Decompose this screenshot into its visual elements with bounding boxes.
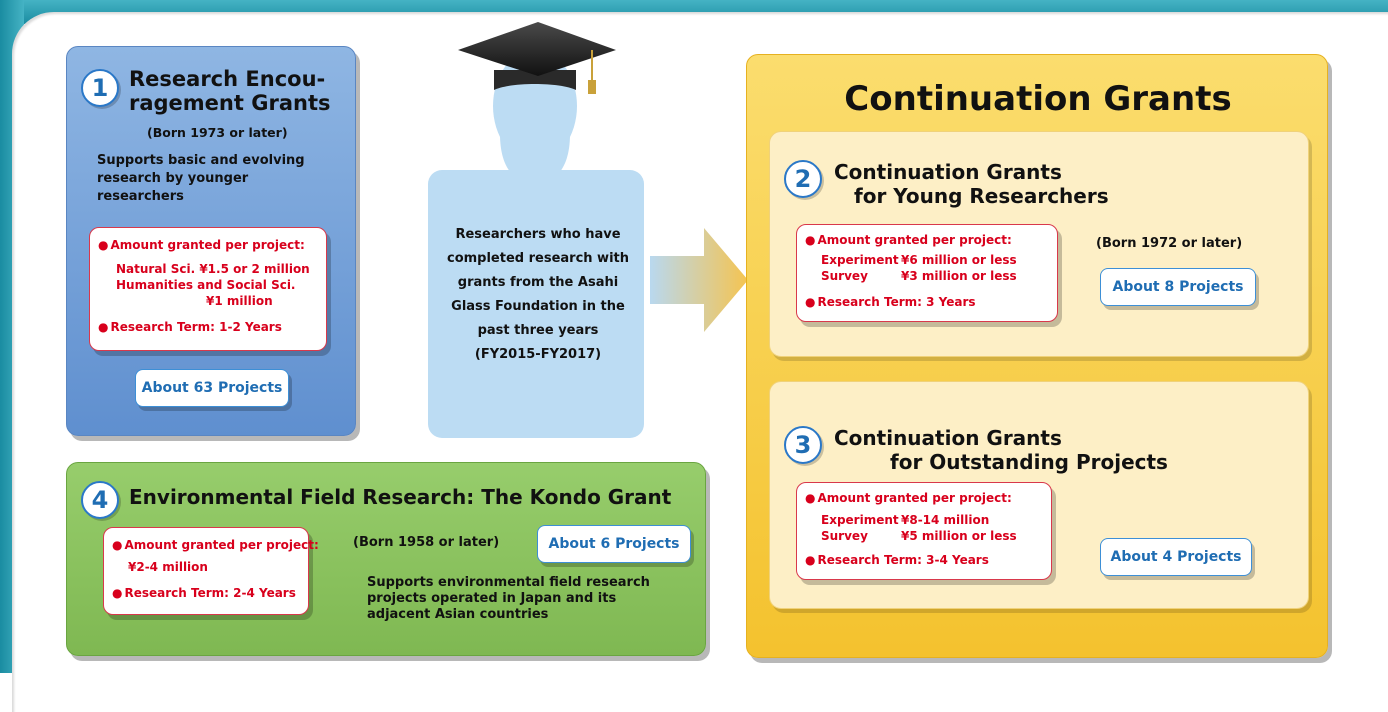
grant2-panel: 2 Continuation Grants for Young Research… (769, 131, 1309, 357)
grant2-exp-value: ¥6 million or less (901, 253, 1017, 267)
grant2-exp-label: Experiment (821, 253, 899, 267)
grant3-exp-value: ¥8-14 million (901, 513, 990, 527)
grant1-amount-line1: Natural Sci. ¥1.5 or 2 million (116, 262, 310, 276)
environmental-field-research-panel: 4 Environmental Field Research: The Kond… (66, 462, 706, 656)
arrow-right-icon (650, 228, 748, 332)
grant3-exp-label: Experiment (821, 513, 899, 527)
grant1-amount-line2: Humanities and Social Sci. (116, 278, 296, 292)
grant1-desc-line3: researchers (97, 189, 184, 204)
grant4-details-box: Amount granted per project: ¥2-4 million… (103, 527, 319, 615)
grant-number-1-badge: 1 (81, 69, 119, 107)
grant2-details-box: Amount granted per project: Experiment ¥… (796, 224, 1058, 322)
grant1-term: Research Term: 1-2 Years (98, 320, 281, 334)
grant1-amount-line3: ¥1 million (206, 294, 273, 308)
grant4-projects-badge: About 6 Projects (537, 525, 691, 563)
grant3-title-line1: Continuation Grants (834, 426, 1062, 450)
grant3-amount-label: Amount granted per project: (805, 491, 1011, 505)
grant4-amount-label: Amount granted per project: (112, 538, 318, 552)
grant3-term: Research Term: 3-4 Years (805, 553, 988, 567)
grant-number-4-badge: 4 (81, 481, 119, 519)
continuation-grants-panel: Continuation Grants 2 Continuation Grant… (746, 54, 1328, 658)
grant4-desc-line2: projects operated in Japan and its (367, 591, 617, 606)
center-text-line2: completed research with (446, 251, 629, 266)
grant1-details-box: Amount granted per project: Natural Sci.… (89, 227, 327, 351)
continuation-heading: Continuation Grants (844, 79, 1232, 119)
center-text-line4: Glass Foundation in the (451, 299, 625, 314)
grant1-amount-label: Amount granted per project: (98, 238, 304, 252)
grant4-term: Research Term: 2-4 Years (112, 586, 295, 600)
grant4-amount-value: ¥2-4 million (128, 560, 208, 574)
grant1-born: (Born 1973 or later) (147, 125, 288, 140)
mortarboard-cap (458, 22, 616, 76)
center-text-line5: past three years (477, 323, 599, 338)
grant2-title-line1: Continuation Grants (834, 160, 1062, 184)
grant3-title-line2: for Outstanding Projects (890, 450, 1168, 474)
grant2-term: Research Term: 3 Years (805, 295, 975, 309)
grant2-title-line2: for Young Researchers (854, 184, 1109, 208)
grant-number-3-badge: 3 (784, 426, 822, 464)
grant2-amount-label: Amount granted per project: (805, 233, 1011, 247)
grant3-panel: 3 Continuation Grants for Outstanding Pr… (769, 381, 1309, 609)
research-encouragement-panel: 1 Research Encou- ragement Grants (Born … (66, 46, 356, 436)
grant-number-2-badge: 2 (784, 160, 822, 198)
grant3-details-box: Amount granted per project: Experiment ¥… (796, 482, 1052, 580)
grant3-survey-value: ¥5 million or less (901, 529, 1017, 543)
grant4-desc-line1: Supports environmental field research (367, 575, 650, 590)
silhouette-body (428, 170, 644, 438)
grant4-title: Environmental Field Research: The Kondo … (129, 485, 672, 509)
grant1-desc-line1: Supports basic and evolving (97, 153, 305, 168)
grant2-survey-value: ¥3 million or less (901, 269, 1017, 283)
grant3-projects-badge: About 4 Projects (1100, 538, 1252, 576)
grant4-born: (Born 1958 or later) (353, 535, 500, 550)
center-text-line6: (FY2015-FY2017) (474, 347, 602, 362)
grant2-born: (Born 1972 or later) (1096, 236, 1243, 251)
grant3-survey-label: Survey (821, 529, 868, 543)
grant2-projects-badge: About 8 Projects (1100, 268, 1256, 306)
grant2-survey-label: Survey (821, 269, 868, 283)
cap-tassel (588, 80, 596, 94)
cap-base (494, 70, 576, 90)
grant1-projects-badge: About 63 Projects (135, 369, 289, 407)
center-text-line1: Researchers who have (455, 227, 621, 242)
grant1-title-line1: Research Encou- (129, 67, 326, 91)
grant1-desc-line2: research by younger (97, 171, 249, 186)
grant1-title-line2: ragement Grants (129, 91, 331, 115)
graduate-silhouette-icon (428, 22, 644, 438)
center-text-line3: grants from the Asahi (457, 275, 619, 290)
grant4-desc-line3: adjacent Asian countries (367, 607, 549, 622)
